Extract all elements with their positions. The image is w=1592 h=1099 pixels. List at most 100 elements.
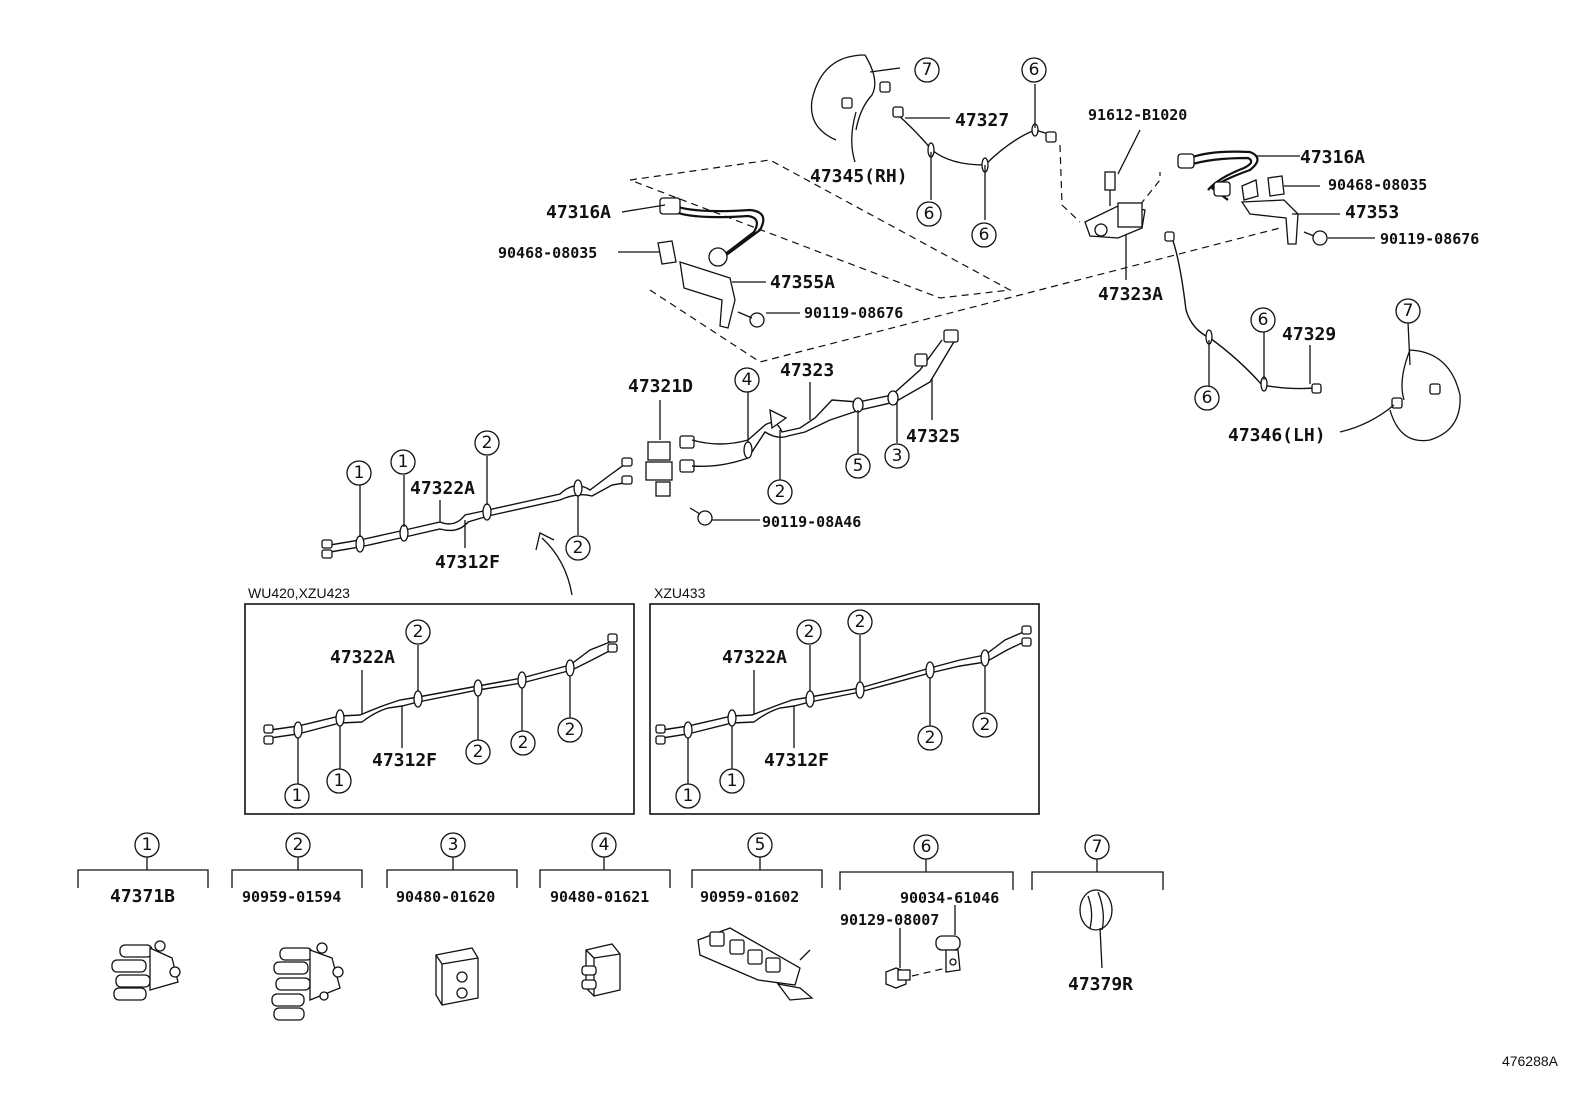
callout-2: 2: [465, 739, 491, 765]
label-90468-left: 90468-08035: [498, 244, 597, 262]
callout-6: 6: [1021, 57, 1047, 83]
svg-text:6: 6: [1202, 388, 1213, 408]
label-47355A: 47355A: [770, 272, 835, 293]
svg-text:1: 1: [142, 835, 153, 855]
callout-1: 1: [346, 460, 372, 486]
label-91612: 91612-B1020: [1088, 106, 1187, 124]
svg-text:2: 2: [573, 538, 584, 558]
diagram-id: 476288A: [1502, 1053, 1559, 1069]
legend-4-label: 90480-01621: [550, 888, 649, 906]
legend-6a-label: 90034-61046: [900, 889, 999, 907]
label-47312F-box1: 47312F: [372, 750, 437, 771]
callout-6: 6: [916, 201, 942, 227]
callout-2: 2: [474, 430, 500, 456]
svg-text:2: 2: [482, 433, 493, 453]
right-hose-group: [1059, 129, 1461, 442]
svg-text:7: 7: [1092, 837, 1103, 857]
bracket-47353: [1240, 199, 1299, 245]
svg-text:4: 4: [742, 370, 753, 390]
label-47322A-box1: 47322A: [330, 647, 395, 668]
variant-box2: [649, 603, 1040, 815]
callout-1: 1: [284, 783, 310, 809]
svg-text:2: 2: [804, 622, 815, 642]
arrow-variant-pointer: [541, 537, 573, 596]
legend-3-label: 90480-01620: [396, 888, 495, 906]
label-47323: 47323: [780, 360, 834, 381]
variant-box2-tube: [655, 625, 1032, 785]
svg-text:2: 2: [565, 720, 576, 740]
callout-2: 2: [405, 619, 431, 645]
flexible-hose-left: [669, 203, 765, 257]
bolt-90129-08007-icon: [885, 967, 911, 989]
bolt-90119-mid: [749, 312, 765, 328]
label-90119-mid: 90119-08676: [804, 304, 903, 322]
main-tube-group: [321, 329, 959, 596]
variant-box2-title: XZU433: [654, 585, 706, 601]
callout-7-top: 7: [914, 57, 940, 83]
legend-7-label: 47379R: [1068, 974, 1133, 995]
label-47346-lh: 47346(LH): [1228, 425, 1326, 446]
tube-47322A: [329, 461, 629, 546]
svg-text:2: 2: [413, 622, 424, 642]
legend-item-4: 4: [539, 832, 671, 997]
svg-text:1: 1: [292, 786, 303, 806]
variant-box1-title: WU420,XZU423: [248, 585, 350, 601]
left-hose-group: [618, 159, 1281, 363]
flexible-hose-right: [1189, 150, 1259, 201]
label-47322A-box2: 47322A: [722, 647, 787, 668]
clamp-90480-01620-icon: [435, 947, 479, 1006]
label-47329: 47329: [1282, 324, 1336, 345]
variant-box1: [244, 603, 635, 815]
legend-item-7: 7: [1031, 834, 1164, 969]
legend-2-label: 90959-01594: [242, 888, 341, 906]
label-47312F-box2: 47312F: [764, 750, 829, 771]
svg-text:2: 2: [775, 482, 786, 502]
svg-text:2: 2: [980, 715, 991, 735]
callout-1: 1: [326, 768, 352, 794]
callout-1: 1: [390, 449, 416, 475]
legend-6b-label: 90129-08007: [840, 911, 939, 929]
grommet: [769, 408, 788, 430]
callout-2: 2: [972, 712, 998, 738]
legend-1-label: 47371B: [110, 886, 175, 907]
variant-box1-tube: [263, 633, 618, 785]
svg-text:1: 1: [334, 771, 345, 791]
label-90119-08A46: 90119-08A46: [762, 513, 861, 531]
callout-5: 5: [845, 453, 871, 479]
callout-2: 2: [557, 717, 583, 743]
callout-2: 2: [565, 535, 591, 561]
svg-text:2: 2: [293, 835, 304, 855]
clip-90468-left: [657, 240, 677, 265]
clamp-90959-01594-icon: [271, 942, 344, 1021]
clip-90034-61046-icon: [935, 935, 961, 973]
callout-4: 4: [734, 367, 760, 393]
label-47316A-right: 47316A: [1300, 147, 1365, 168]
label-90119-right: 90119-08676: [1380, 230, 1479, 248]
bracket-47355A: [679, 261, 736, 329]
svg-text:1: 1: [683, 786, 694, 806]
svg-text:3: 3: [448, 835, 459, 855]
callout-2: 2: [510, 730, 536, 756]
clamp-90959-01602-icon: [697, 927, 814, 1001]
label-47353: 47353: [1345, 202, 1399, 223]
legend-item-6: 6: [839, 834, 1014, 989]
callout-1: 1: [675, 783, 701, 809]
rh-wheel-outline: [810, 54, 866, 141]
lh-wheel-outline: [1389, 349, 1461, 442]
legend-item-3: 3: [386, 832, 518, 1006]
callout-6: 6: [971, 222, 997, 248]
svg-text:6: 6: [921, 837, 932, 857]
label-90468-right: 90468-08035: [1328, 176, 1427, 194]
hose-fitting-left: [659, 197, 681, 215]
legend-5-label: 90959-01602: [700, 888, 799, 906]
clamp-47371B-icon: [111, 940, 181, 1001]
svg-text:2: 2: [518, 733, 529, 753]
svg-text:7: 7: [1403, 301, 1414, 321]
svg-text:6: 6: [1029, 60, 1040, 80]
callout-2: 2: [917, 725, 943, 751]
callout-6: 6: [1194, 385, 1220, 411]
callout-6: 6: [1250, 307, 1276, 333]
svg-text:6: 6: [1258, 310, 1269, 330]
svg-text:5: 5: [755, 835, 766, 855]
